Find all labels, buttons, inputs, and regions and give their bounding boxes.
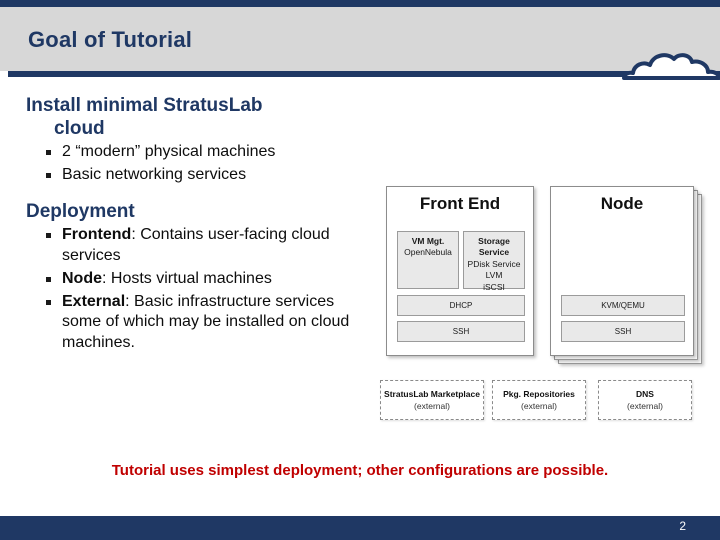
frontend-ssh-box: SSH bbox=[397, 321, 525, 342]
list-item-text: : Contains user-facing cloud services bbox=[62, 226, 330, 264]
frontend-storage-line-3: iSCSI bbox=[483, 281, 505, 292]
frontend-storage-title: Storage Service bbox=[478, 236, 510, 258]
list-item: Frontend: Contains user-facing cloud ser… bbox=[40, 225, 366, 267]
bullet-list-requirements: 2 “modern” physical machines Basic netwo… bbox=[26, 142, 366, 186]
page-title: Goal of Tutorial bbox=[28, 27, 193, 52]
list-item-label: Frontend bbox=[62, 226, 132, 244]
heading-install-line2: cloud bbox=[54, 118, 105, 140]
external-marketplace-title: StratusLab Marketplace bbox=[384, 389, 480, 399]
section-spacer bbox=[26, 187, 366, 200]
node-ssh-box: SSH bbox=[561, 321, 685, 342]
external-pkg-repositories-title: Pkg. Repositories bbox=[503, 389, 575, 399]
square-bullet-icon bbox=[46, 299, 51, 305]
node-kvm-qemu-box: KVM/QEMU bbox=[561, 295, 685, 316]
architecture-diagram: Front End VM Mgt. OpenNebula Storage Ser… bbox=[380, 186, 712, 428]
title-underline-rule bbox=[8, 71, 720, 77]
heading-install-line1: Install minimal StratusLab bbox=[26, 95, 263, 116]
heading-install: Install minimal StratusLab cloud bbox=[26, 94, 366, 140]
list-item-text: Basic networking services bbox=[62, 166, 247, 184]
external-marketplace-subtitle: (external) bbox=[414, 400, 450, 411]
frontend-storage-box: Storage Service PDisk Service LVM iSCSI bbox=[463, 231, 525, 292]
square-bullet-icon bbox=[46, 233, 51, 239]
external-pkg-repositories-subtitle: (external) bbox=[521, 400, 557, 411]
list-item-label: External bbox=[62, 292, 126, 310]
list-item-text: : Basic infrastructure services some of … bbox=[62, 292, 350, 352]
list-item-text: 2 “modern” physical machines bbox=[62, 143, 276, 161]
external-dns-box: DNS (external) bbox=[598, 380, 692, 420]
top-accent-bar bbox=[0, 0, 720, 7]
square-bullet-icon bbox=[46, 150, 51, 156]
list-item-label: Node bbox=[62, 269, 102, 287]
list-item: 2 “modern” physical machines bbox=[40, 142, 366, 163]
list-item: Basic networking services bbox=[40, 165, 366, 186]
footer-note: Tutorial uses simplest deployment; other… bbox=[111, 462, 609, 479]
frontend-storage-line-2: LVM bbox=[485, 270, 503, 281]
frontend-panel-title: Front End bbox=[419, 194, 501, 213]
external-dns-title: DNS bbox=[636, 389, 654, 399]
content-text-column: Install minimal StratusLab cloud 2 “mode… bbox=[26, 94, 366, 355]
external-dns-subtitle: (external) bbox=[627, 400, 663, 411]
heading-deployment: Deployment bbox=[26, 200, 135, 222]
node-panel: Node KVM/QEMU SSH bbox=[550, 186, 694, 356]
cloud-icon bbox=[622, 48, 720, 80]
frontend-vm-mgt-box: VM Mgt. OpenNebula bbox=[397, 231, 459, 289]
list-item-text: : Hosts virtual machines bbox=[102, 269, 272, 287]
external-pkg-repositories-box: Pkg. Repositories (external) bbox=[492, 380, 586, 420]
list-item: Node: Hosts virtual machines bbox=[40, 269, 366, 290]
square-bullet-icon bbox=[46, 276, 51, 282]
frontend-storage-line-1: PDisk Service bbox=[467, 258, 521, 269]
bottom-accent-bar bbox=[0, 516, 720, 540]
page-number: 2 bbox=[679, 519, 686, 533]
node-panel-title: Node bbox=[600, 194, 644, 213]
frontend-vm-mgt-title: VM Mgt. bbox=[411, 236, 445, 246]
header-band bbox=[0, 7, 720, 71]
square-bullet-icon bbox=[46, 173, 51, 179]
frontend-vm-mgt-line-1: OpenNebula bbox=[404, 247, 452, 258]
external-marketplace-box: StratusLab Marketplace (external) bbox=[380, 380, 484, 420]
bullet-list-deployment: Frontend: Contains user-facing cloud ser… bbox=[26, 225, 366, 354]
list-item: External: Basic infrastructure services … bbox=[40, 292, 366, 354]
frontend-panel: Front End VM Mgt. OpenNebula Storage Ser… bbox=[386, 186, 534, 356]
frontend-dhcp-box: DHCP bbox=[397, 295, 525, 316]
